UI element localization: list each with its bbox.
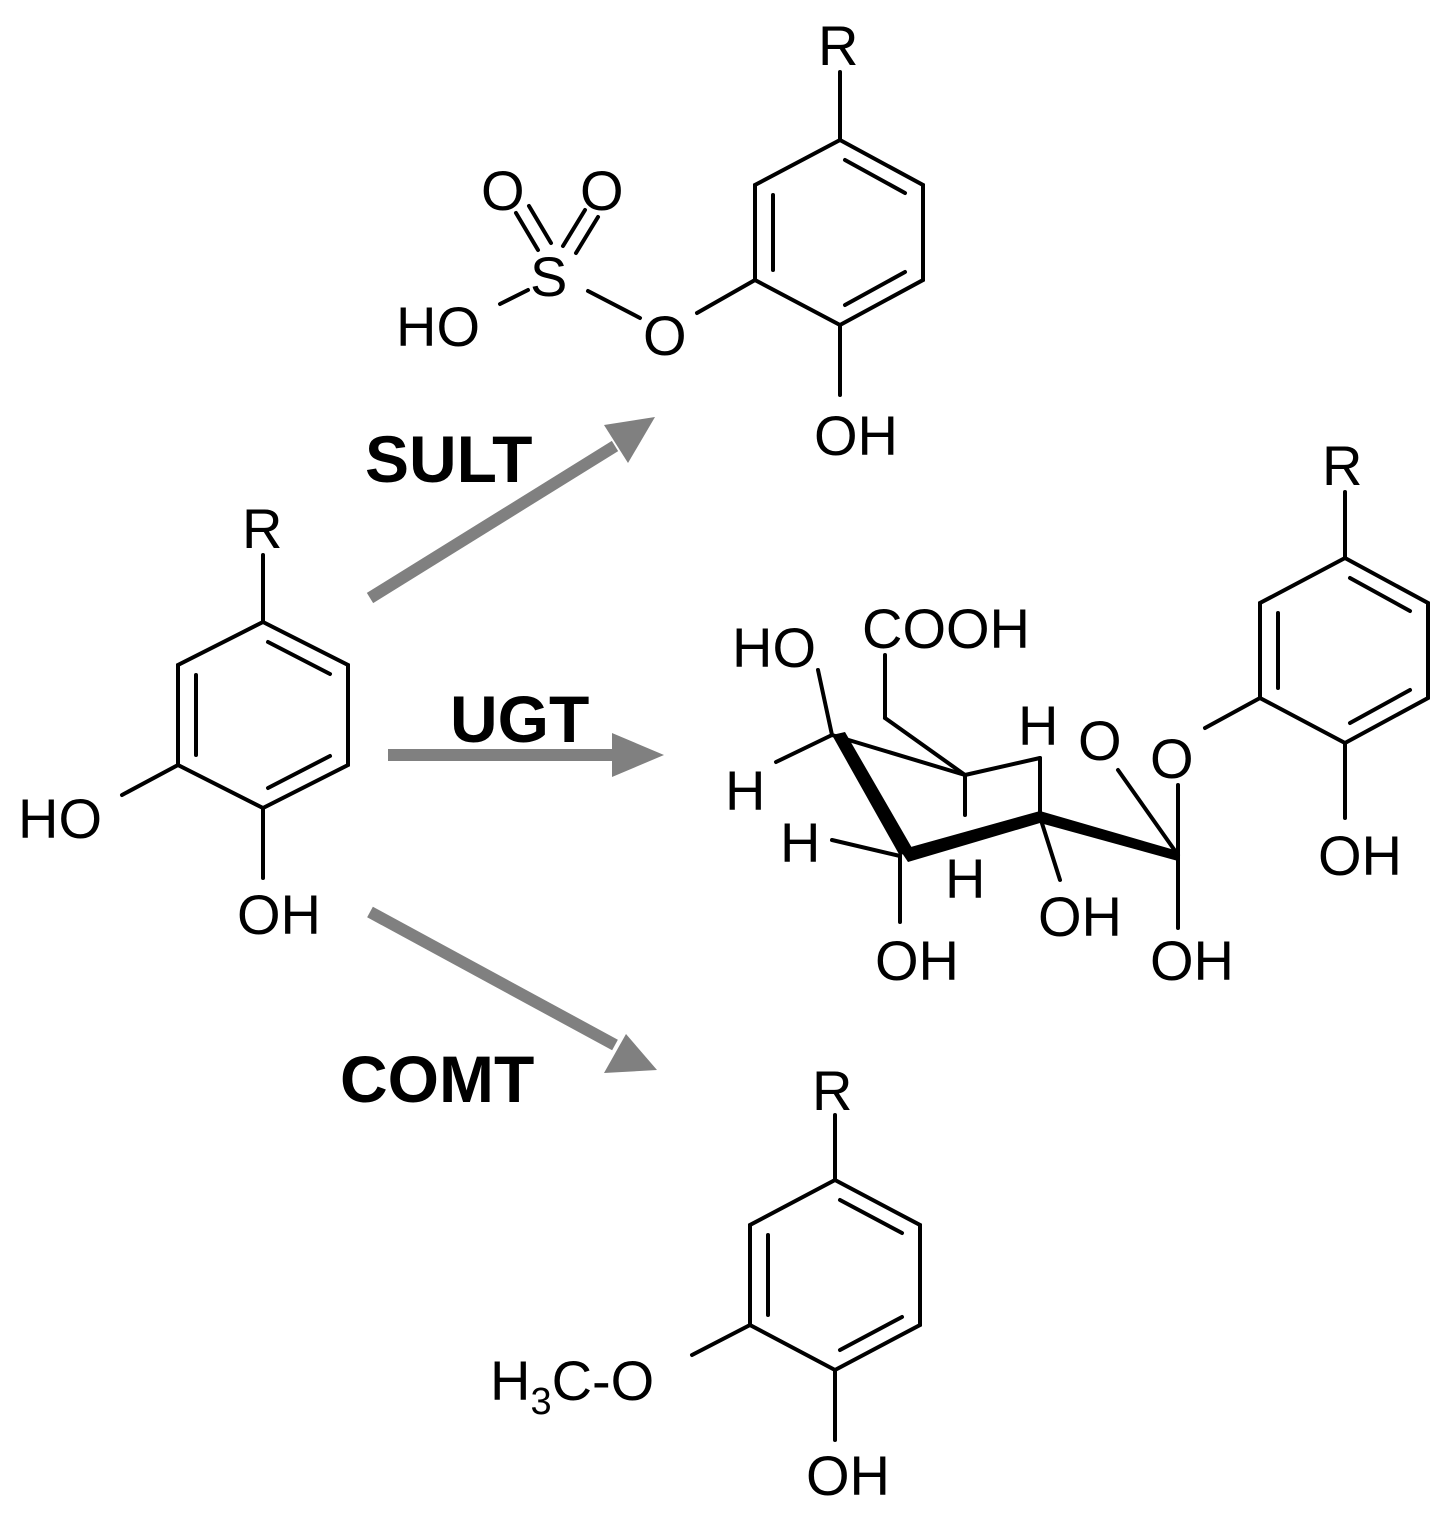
c3-oh-label: OH <box>875 929 959 992</box>
c3-h-label: H <box>780 811 820 874</box>
comt-label: COMT <box>340 1042 534 1116</box>
glycosidic-o-label: O <box>1150 727 1194 790</box>
sulfate-r-label: R <box>818 14 858 77</box>
sulfate-bridge-o-label: O <box>643 304 687 367</box>
substrate-oh-label: OH <box>237 883 321 946</box>
substrate-r-label: R <box>242 497 282 560</box>
c4-h-label: H <box>725 759 765 822</box>
ugt-arrow <box>388 733 664 777</box>
glucuronide-product: R OH O O COOH HO H H OH H OH H OH <box>725 434 1430 992</box>
methoxy-group-label: H3C-O <box>490 1349 654 1423</box>
sulfate-oh-label: OH <box>814 404 898 467</box>
glucuronide-r-label: R <box>1322 434 1362 497</box>
catechol-substrate: R HO OH <box>18 497 350 946</box>
methoxy-r-label: R <box>812 1059 852 1122</box>
methoxy-co-label: C-O <box>552 1349 655 1412</box>
sulfate-product: R O O S HO O OH <box>396 14 925 467</box>
c4-ho-label: HO <box>732 616 816 679</box>
comt-arrow <box>367 906 657 1073</box>
ring-o-label: O <box>1078 709 1122 772</box>
substrate-ho-label: HO <box>18 787 102 850</box>
methoxy-oh-label: OH <box>806 1444 890 1507</box>
c2-h-label: H <box>945 847 985 910</box>
reaction-arrows <box>366 417 664 1073</box>
sulfate-o1-label: O <box>481 159 525 222</box>
ugt-label: UGT <box>450 682 589 756</box>
sulfate-ho-label: HO <box>396 295 480 358</box>
sult-label: SULT <box>365 422 532 496</box>
c2-oh-label: OH <box>1038 885 1122 948</box>
enzyme-labels: SULT UGT COMT <box>340 422 589 1116</box>
methoxy-subscript-label: 3 <box>530 1381 551 1423</box>
methoxy-product: R OH H3C-O <box>490 1059 922 1507</box>
sult-arrow <box>366 417 655 604</box>
cooh-label: COOH <box>862 597 1030 660</box>
methoxy-h-label: H <box>490 1349 530 1412</box>
glucuronide-aryl-oh-label: OH <box>1318 824 1402 887</box>
sulfur-label: S <box>530 245 567 308</box>
sulfate-o2-label: O <box>580 159 624 222</box>
c5-h-label: H <box>1018 694 1058 757</box>
anomeric-oh-label: OH <box>1150 929 1234 992</box>
